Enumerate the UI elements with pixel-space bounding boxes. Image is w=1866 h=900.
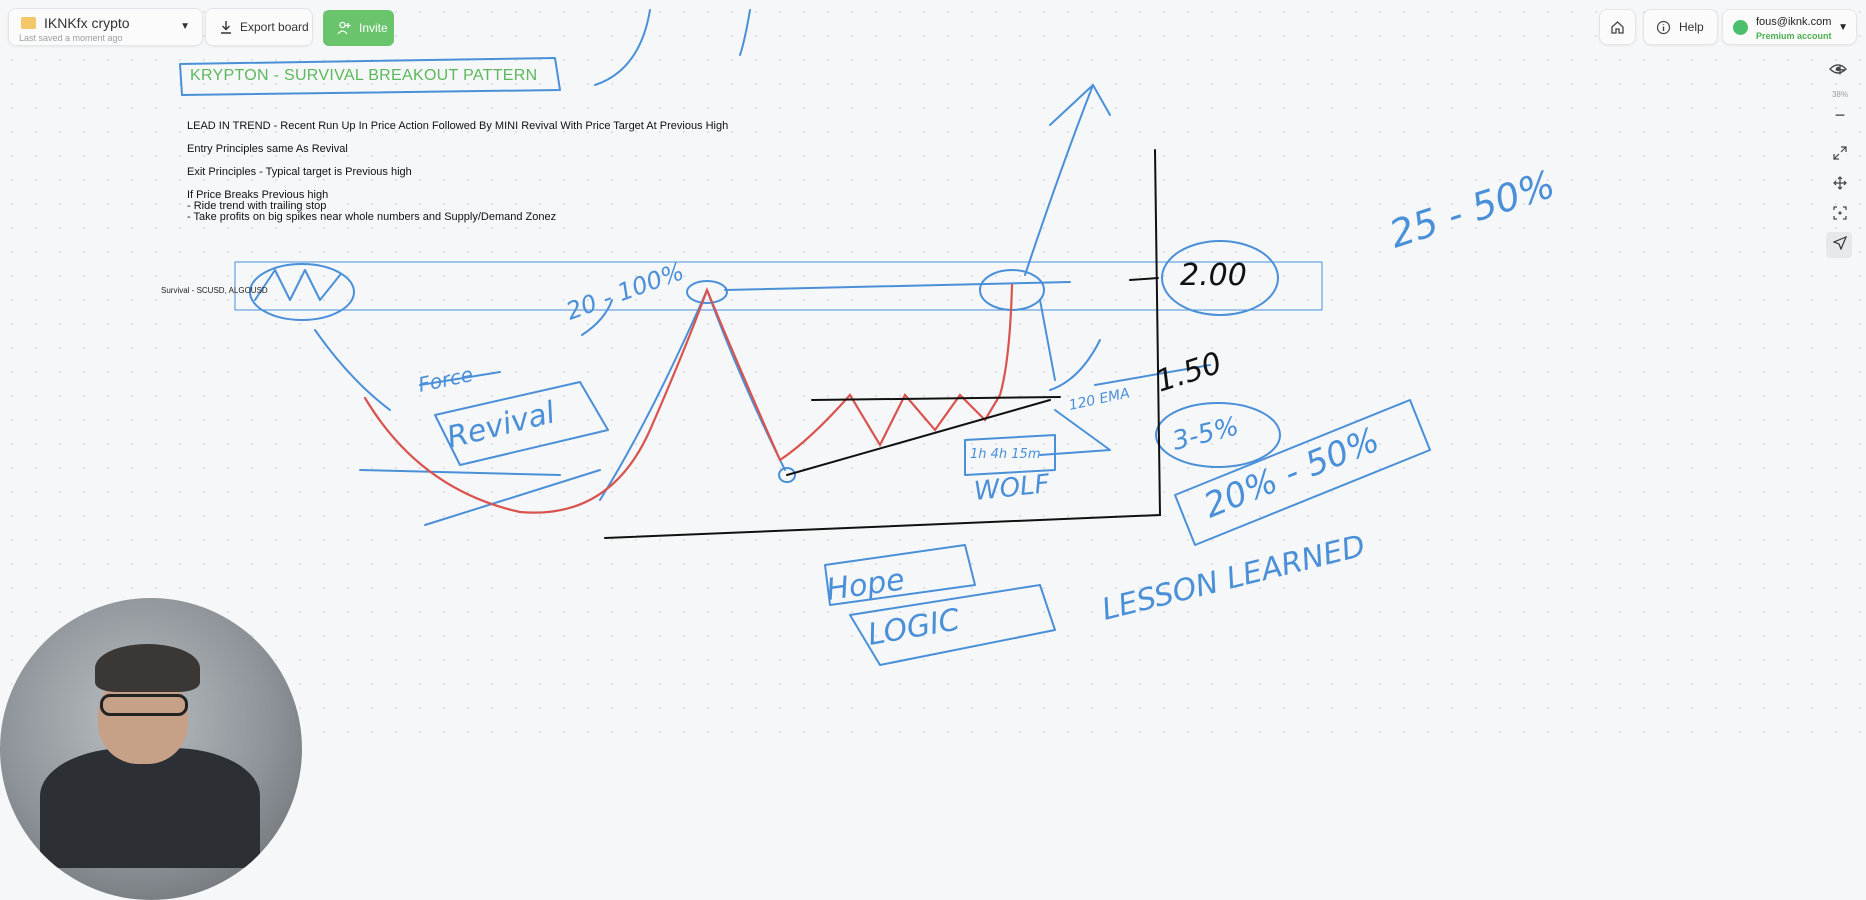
axis-tick (1129, 277, 1159, 281)
resistance-line (811, 396, 1061, 401)
presenter-glasses (100, 694, 188, 716)
hw-timeframes: 1h 4h 15m (970, 447, 1041, 462)
zoom-in-button[interactable]: + (1828, 60, 1852, 81)
hw-pct-3-5: 3-5% (1169, 411, 1241, 456)
expand-icon[interactable] (1828, 146, 1852, 165)
folder-icon (21, 17, 36, 29)
saved-status: Last saved a moment ago (19, 33, 123, 43)
left-peak-zigzag (254, 269, 341, 301)
sketch-stroke (1039, 409, 1111, 456)
hope-box (824, 544, 976, 606)
avatar (1733, 20, 1748, 35)
invite-button[interactable]: Invite (323, 10, 394, 46)
sketch-stroke (581, 299, 613, 336)
axis-lines (604, 149, 1162, 539)
hw-range-20-100: 20 - 100% (562, 257, 687, 325)
board-name: IKNKfx crypto (44, 15, 130, 31)
logic-box (849, 584, 1056, 666)
level-200-circle (1161, 240, 1279, 316)
ema-line (1094, 364, 1211, 386)
invite-label: Invite (359, 21, 388, 35)
pointer-icon[interactable] (1828, 235, 1852, 255)
presenter-webcam (0, 598, 302, 900)
download-icon (221, 21, 231, 34)
focus-icon[interactable] (1828, 206, 1852, 225)
account-menu[interactable]: fous@iknk.com Premium account ▼ (1722, 9, 1857, 45)
support-line (786, 399, 1051, 476)
sketch-stroke (594, 9, 651, 86)
sketch-stroke (314, 329, 391, 411)
note-line-5[interactable]: - Ride trend with trailing stop (187, 200, 327, 212)
drawing-layer[interactable]: Force Revival 20 - 100% 120 EMA 1h 4h 15… (0, 0, 1866, 751)
sketch-stroke (1039, 299, 1056, 381)
note-line-1[interactable]: LEAD IN TREND - Recent Run Up In Price A… (187, 120, 729, 132)
pct-3-5-circle (1155, 402, 1281, 468)
low-point-circle (778, 467, 796, 483)
resistance-band (234, 261, 1323, 311)
sketch-stroke (424, 469, 601, 526)
home-button[interactable] (1599, 9, 1636, 45)
pct-20-50-box (1174, 399, 1431, 546)
breakout-arrow-head (1049, 84, 1111, 126)
hw-hope: Hope (824, 562, 907, 608)
chevron-down-icon[interactable]: ▼ (1838, 22, 1848, 33)
hw-ema: 120 EMA (1068, 385, 1132, 413)
zoom-out-button[interactable]: − (1828, 105, 1852, 126)
survival-label[interactable]: Survival - SCUSD, ALGOUSD (161, 286, 268, 295)
price-line (363, 283, 1014, 514)
minus-icon: − (1834, 105, 1846, 125)
sketch-stroke (724, 281, 1071, 291)
hw-level-150: 1.50 (1152, 346, 1226, 400)
export-board-label: Export board (240, 20, 309, 34)
hw-force: Force (416, 362, 475, 397)
add-user-icon (337, 21, 351, 35)
left-peak-circle (249, 263, 355, 321)
move-icon[interactable] (1828, 176, 1852, 195)
note-line-2[interactable]: Entry Principles same As Revival (187, 143, 348, 155)
presenter-shirt (40, 748, 260, 868)
hw-lesson: LESSON LEARNED (1098, 529, 1368, 628)
timeframe-box (964, 434, 1056, 476)
zoom-level: 38% (1831, 90, 1848, 99)
eye-icon[interactable] (1826, 62, 1850, 80)
home-icon (1611, 20, 1624, 34)
account-plan: Premium account (1756, 31, 1832, 41)
chevron-down-icon[interactable]: ▼ (180, 21, 190, 32)
board-title[interactable]: KRYPTON - SURVIVAL BREAKOUT PATTERN (190, 67, 538, 84)
account-email: fous@iknk.com (1756, 16, 1832, 28)
mid-peak-circle (686, 280, 728, 304)
revival-box (434, 381, 609, 466)
note-line-3[interactable]: Exit Principles - Typical target is Prev… (187, 166, 412, 178)
plus-icon: + (1834, 60, 1846, 80)
whiteboard-canvas[interactable] (0, 0, 1866, 751)
help-button[interactable]: Help (1643, 9, 1718, 45)
export-board-button[interactable]: Export board (205, 8, 313, 46)
note-line-6[interactable]: - Take profits on big spikes near whole … (187, 211, 557, 223)
presenter-hat (95, 644, 200, 692)
sketch-stroke (1049, 339, 1101, 391)
board-menu[interactable]: IKNKfx crypto Last saved a moment ago ▼ (8, 8, 203, 46)
hw-level-200: 2.00 (1180, 258, 1247, 293)
title-box (179, 57, 561, 96)
breakout-arrow (1024, 84, 1094, 276)
info-icon (1656, 20, 1671, 34)
note-line-4[interactable]: If Price Breaks Previous high (187, 189, 329, 201)
force-underline (419, 371, 501, 386)
sketch-stroke (739, 9, 751, 56)
help-label: Help (1679, 20, 1704, 34)
hw-pct-25-50: 25 - 50% (1384, 162, 1560, 257)
sketch-stroke (359, 469, 561, 476)
